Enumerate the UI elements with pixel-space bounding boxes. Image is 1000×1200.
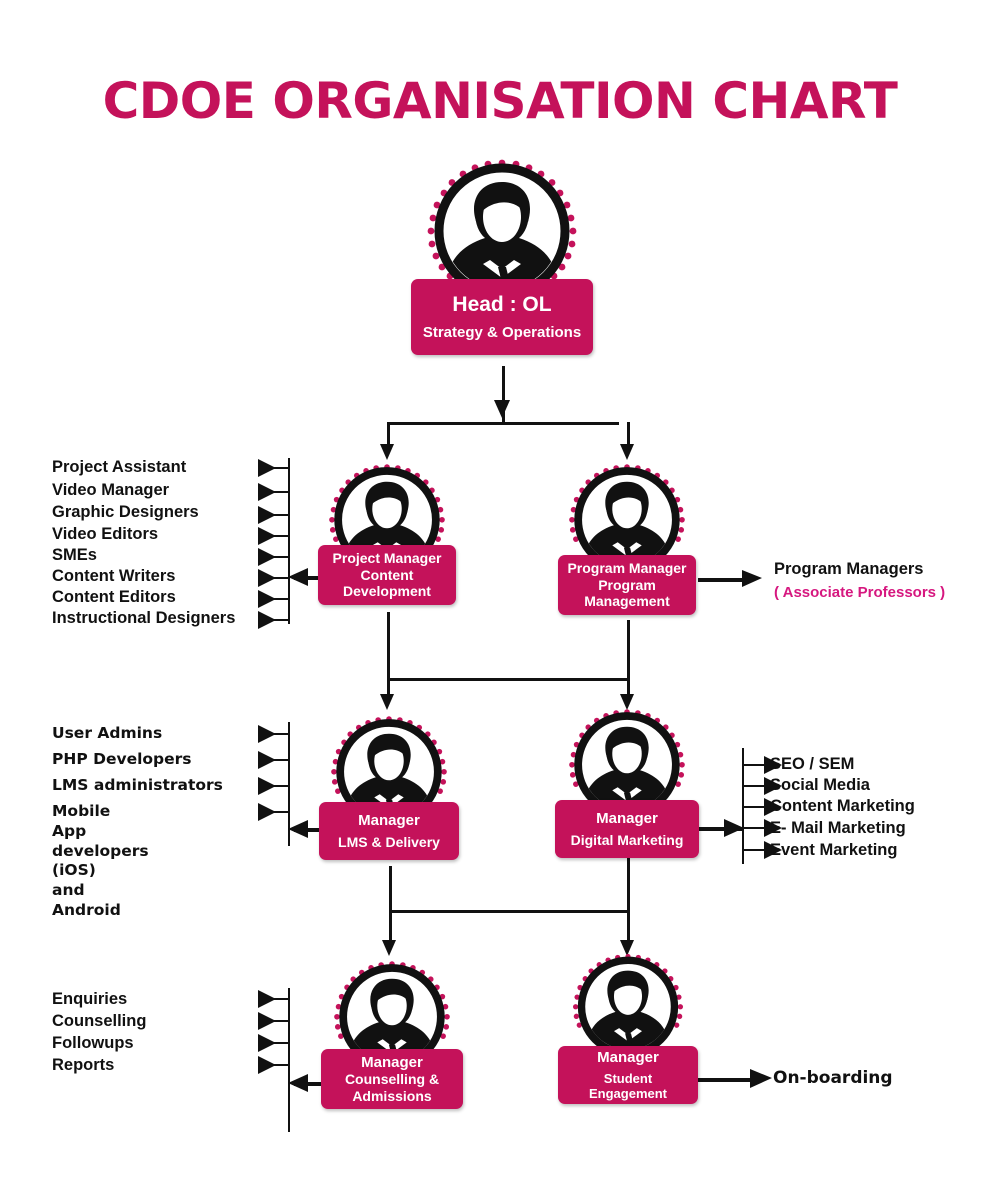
connector-se-to-onboarding	[696, 1078, 756, 1082]
page-title: CDOE ORGANISATION CHART	[102, 72, 898, 130]
connector-pm-down	[387, 612, 390, 702]
student-engagement-subtitle: Student Engagement	[588, 1070, 667, 1101]
list-item: Project Assistant	[52, 458, 187, 476]
counselling-manager-card[interactable]: Manager Counselling & Admissions	[321, 1049, 463, 1109]
connector-dm-to-spine	[694, 827, 744, 831]
spine-counselling	[288, 988, 290, 1132]
list-item: Counselling	[52, 1012, 147, 1030]
lms-manager-title: Manager	[358, 811, 420, 829]
digital-marketing-subtitle: Digital Marketing	[570, 831, 684, 848]
head-card-title: Head : OL	[452, 292, 552, 316]
connector-row2-bar	[387, 422, 619, 425]
project-manager-title: Project Manager	[332, 550, 442, 567]
list-item: Content Editors	[52, 588, 176, 606]
lms-manager-subtitle: LMS & Delivery	[338, 833, 440, 850]
digital-marketing-title: Manager	[596, 809, 658, 827]
list-item: SEO / SEM	[770, 755, 855, 773]
list-item: E- Mail Marketing	[770, 819, 906, 837]
annotation-on-boarding: On-boarding	[773, 1068, 893, 1088]
connector-lms-to-spine	[294, 828, 322, 832]
list-item: Enquiries	[52, 990, 128, 1008]
list-item: Graphic Designers	[52, 503, 199, 521]
student-engagement-title: Manager	[597, 1048, 659, 1066]
project-manager-sub1: Content	[360, 566, 414, 583]
person-avatar-icon	[565, 705, 689, 823]
connector-row2-left-drop	[387, 422, 390, 452]
project-manager-card[interactable]: Project Manager Content Development	[318, 545, 456, 605]
list-item: Mobile App developers (iOS) and Android	[52, 802, 149, 920]
list-item: Video Editors	[52, 525, 159, 543]
list-item: SMEs	[52, 546, 97, 564]
program-managers-title: Program Managers	[774, 560, 924, 578]
connector-head-down	[502, 366, 505, 424]
list-item: User Admins	[52, 724, 163, 742]
list-item: Event Marketing	[770, 841, 898, 859]
person-avatar-icon	[565, 460, 689, 578]
list-item: Instructional Designers	[52, 609, 236, 627]
digital-marketing-manager-card[interactable]: Manager Digital Marketing	[555, 800, 699, 858]
list-item: PHP Developers	[52, 750, 192, 768]
program-manager-sub1: Program	[598, 576, 656, 593]
spine-lms-delivery	[288, 722, 290, 846]
list-item: Reports	[52, 1056, 115, 1074]
program-manager-sub2: Management	[584, 593, 670, 610]
list-item: Content Marketing	[770, 797, 915, 815]
connector-counselling-to-spine	[294, 1082, 324, 1086]
person-avatar-icon	[422, 155, 582, 305]
counselling-manager-title: Manager	[361, 1053, 423, 1071]
connector-row3-bar	[387, 678, 629, 681]
list-item: Content Writers	[52, 567, 176, 585]
program-managers-subtitle: ( Associate Professors )	[774, 583, 946, 601]
student-engagement-card[interactable]: Manager Student Engagement	[558, 1046, 698, 1104]
connector-pm-to-spine	[294, 576, 324, 580]
connector-row4-bar	[389, 910, 629, 913]
list-item: Followups	[52, 1034, 134, 1052]
program-manager-card[interactable]: Program Manager Program Management	[558, 555, 696, 615]
lms-manager-card[interactable]: Manager LMS & Delivery	[319, 802, 459, 860]
connector-row2-right-drop	[627, 422, 630, 452]
head-card-subtitle: Strategy & Operations	[422, 323, 582, 341]
connector-pgm-to-right	[698, 578, 746, 582]
connector-lms-down	[389, 866, 392, 948]
connector-pgm-down	[627, 620, 630, 702]
annotation-program-managers: Program Managers ( Associate Professors …	[774, 558, 945, 604]
spine-content-development	[288, 458, 290, 624]
head-card[interactable]: Head : OL Strategy & Operations	[411, 279, 593, 355]
list-item: Video Manager	[52, 481, 170, 499]
program-manager-title: Program Manager	[567, 560, 687, 577]
person-avatar-icon	[569, 950, 687, 1062]
list-item: Social Media	[770, 776, 870, 794]
counselling-manager-sub2: Admissions	[352, 1087, 432, 1104]
list-item: LMS administrators	[52, 776, 223, 794]
connector-dm-down	[627, 858, 630, 948]
project-manager-sub2: Development	[343, 583, 431, 600]
counselling-manager-sub1: Counselling &	[344, 1071, 440, 1088]
spine-digital-marketing	[742, 748, 744, 864]
